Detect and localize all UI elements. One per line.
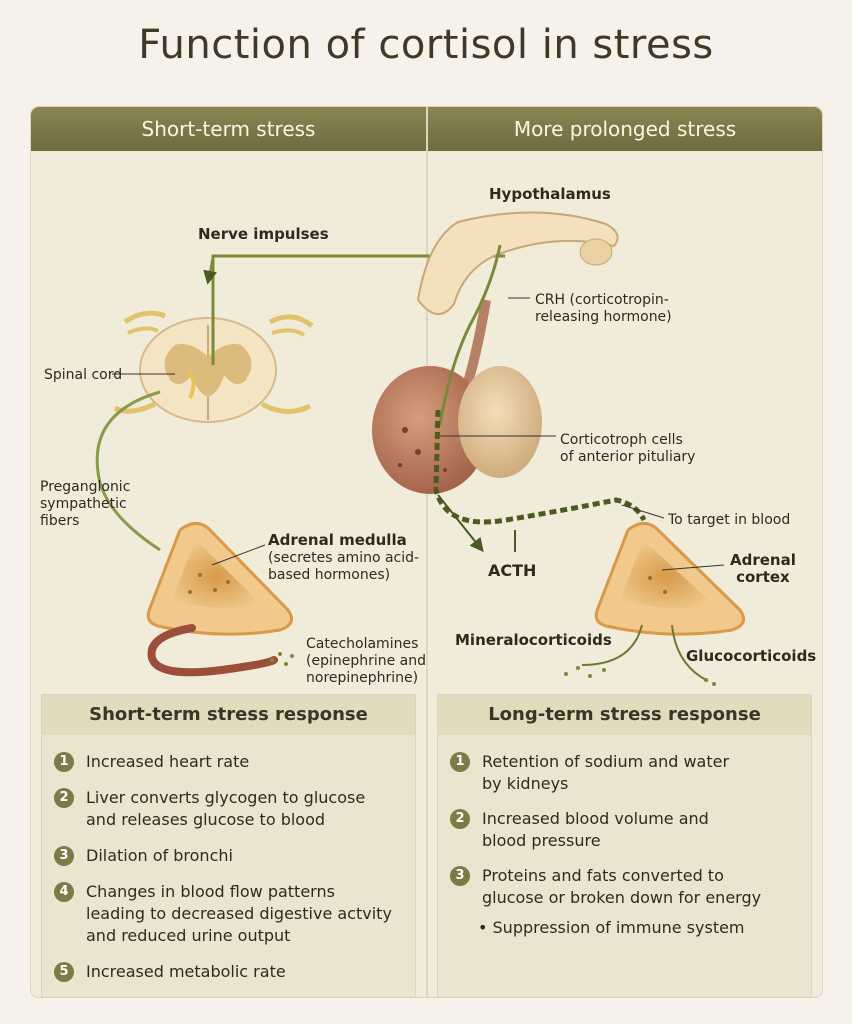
catecholamines-label: Catecholamines (epinephrine and norepine… — [306, 636, 427, 686]
short-term-item-1: 1 Increased heart rate — [54, 751, 405, 773]
preganglionic-label: Preganglonic sympathetic fibers — [40, 479, 131, 529]
page-title: Function of cortisol in stress — [138, 22, 714, 68]
glucocorticoids-label: Glucocorticoids — [686, 647, 817, 665]
corticotroph-label: Corticotroph cells of anterior pituliary — [560, 432, 696, 465]
adrenal-cortex-label: Adrenal cortex — [730, 551, 796, 586]
number-badge: 5 — [54, 962, 74, 982]
hypothalamus-label: Hypothalamus — [489, 185, 611, 203]
to-target-label: To target in blood — [668, 512, 791, 528]
immune-suppression-bullet: • Suppression of immune system — [478, 918, 745, 937]
item-text: Increased blood volume and blood pressur… — [482, 809, 709, 850]
item-text: Increased heart rate — [86, 752, 250, 771]
short-term-item-5: 5 Increased metabolic rate — [54, 961, 405, 983]
number-badge: 1 — [450, 752, 470, 772]
short-term-header: Short-term stress — [31, 107, 426, 151]
number-badge: 1 — [54, 752, 74, 772]
short-term-response-box: Short-term stress response 1 Increased h… — [41, 694, 416, 998]
long-term-item-3: 3 Proteins and fats converted to glucose… — [450, 865, 801, 909]
item-text: Increased metabolic rate — [86, 962, 286, 981]
long-term-response-box: Long-term stress response 1 Retention of… — [437, 694, 812, 998]
number-badge: 3 — [54, 846, 74, 866]
spinal-cord-label: Spinal cord — [44, 367, 123, 383]
item-text: Proteins and fats converted to glucose o… — [482, 866, 762, 907]
short-term-item-4: 4 Changes in blood flow patterns leading… — [54, 881, 405, 947]
item-text: Changes in blood flow patterns leading t… — [86, 882, 392, 945]
item-text: Liver converts glycogen to glucose and r… — [86, 788, 366, 829]
item-text: Dilation of bronchi — [86, 846, 233, 865]
mineralocorticoids-label: Mineralocorticoids — [455, 631, 612, 649]
adrenal-medulla-label: Adrenal medulla — [268, 531, 407, 549]
short-term-response-title: Short-term stress response — [42, 695, 415, 735]
number-badge: 2 — [54, 788, 74, 808]
number-badge: 2 — [450, 809, 470, 829]
long-term-response-title: Long-term stress response — [438, 695, 811, 735]
nerve-impulses-label: Nerve impulses — [198, 225, 329, 243]
acth-label: ACTH — [488, 561, 537, 580]
adrenal-medulla-note: (secretes amino acid- based hormones) — [268, 550, 420, 583]
short-term-item-3: 3 Dilation of bronchi — [54, 845, 405, 867]
prolonged-header: More prolonged stress — [428, 107, 822, 151]
number-badge: 3 — [450, 866, 470, 886]
short-term-item-2: 2 Liver converts glycogen to glucose and… — [54, 787, 405, 831]
long-term-item-1: 1 Retention of sodium and water by kidne… — [450, 751, 801, 795]
crh-label: CRH (corticotropin- releasing hormone) — [535, 292, 672, 325]
number-badge: 4 — [54, 882, 74, 902]
long-term-item-2: 2 Increased blood volume and blood press… — [450, 808, 801, 852]
item-text: Retention of sodium and water by kidneys — [482, 752, 730, 793]
